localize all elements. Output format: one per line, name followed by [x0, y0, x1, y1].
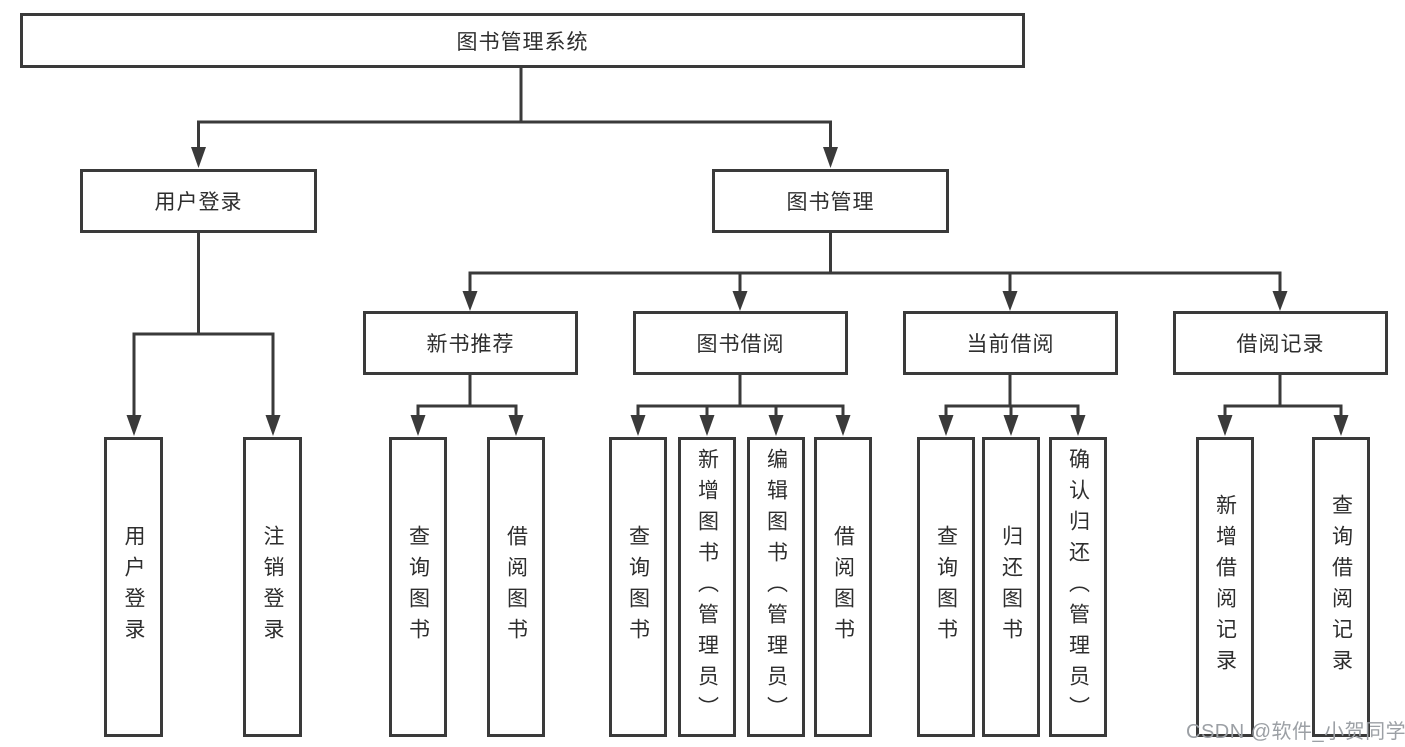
- leaf-label: 注销登录: [261, 525, 284, 649]
- node-borrowing-records: 借阅记录: [1173, 311, 1388, 375]
- leaf-bb-edit-books-admin: 编辑图书（管理员）: [747, 437, 805, 737]
- leaf-cb-return-books: 归还图书: [982, 437, 1040, 737]
- leaf-label: 借阅图书: [831, 525, 855, 649]
- node-label: 借阅记录: [1236, 333, 1325, 356]
- leaf-bb-query-books: 查询图书: [609, 437, 667, 737]
- leaf-label: 新增图书（管理员）: [695, 447, 719, 727]
- node-label: 新书推荐: [426, 333, 515, 356]
- leaf-br-add-record: 新增借阅记录: [1196, 437, 1254, 737]
- node-book-borrowing: 图书借阅: [633, 311, 848, 375]
- leaf-br-query-record: 查询借阅记录: [1312, 437, 1370, 737]
- leaf-label: 确认归还（管理员）: [1066, 447, 1090, 727]
- node-label: 用户登录: [154, 191, 243, 214]
- node-label: 图书管理: [786, 191, 875, 214]
- leaf-label: 查询借阅记录: [1329, 494, 1353, 680]
- leaf-label: 编辑图书（管理员）: [764, 447, 788, 727]
- node-label: 图书借阅: [696, 333, 785, 356]
- leaf-cb-query-books: 查询图书: [917, 437, 975, 737]
- leaf-label: 归还图书: [999, 525, 1023, 649]
- node-label: 当前借阅: [966, 333, 1055, 356]
- leaf-label: 查询图书: [934, 525, 958, 649]
- leaf-bb-add-books-admin: 新增图书（管理员）: [678, 437, 736, 737]
- leaf-label: 查询图书: [626, 525, 650, 649]
- leaf-nr-query-books: 查询图书: [389, 437, 447, 737]
- node-current-borrowing: 当前借阅: [903, 311, 1118, 375]
- leaf-label: 借阅图书: [504, 525, 528, 649]
- leaf-bb-borrow-books: 借阅图书: [814, 437, 872, 737]
- leaf-user-login: 用户登录: [104, 437, 163, 737]
- leaf-label: 查询图书: [406, 525, 430, 649]
- csdn-watermark: CSDN @软件_小贺同学: [1186, 721, 1405, 743]
- node-user-login: 用户登录: [80, 169, 317, 233]
- node-book-management: 图书管理: [712, 169, 949, 233]
- node-label: 图书管理系统: [456, 30, 589, 54]
- leaf-cb-confirm-return-admin: 确认归还（管理员）: [1049, 437, 1107, 737]
- leaf-label: 用户登录: [122, 525, 145, 649]
- leaf-label: 新增借阅记录: [1213, 494, 1237, 680]
- leaf-logout: 注销登录: [243, 437, 302, 737]
- node-library-management-system: 图书管理系统: [20, 13, 1025, 68]
- node-new-book-recommend: 新书推荐: [363, 311, 578, 375]
- leaf-nr-borrow-books: 借阅图书: [487, 437, 545, 737]
